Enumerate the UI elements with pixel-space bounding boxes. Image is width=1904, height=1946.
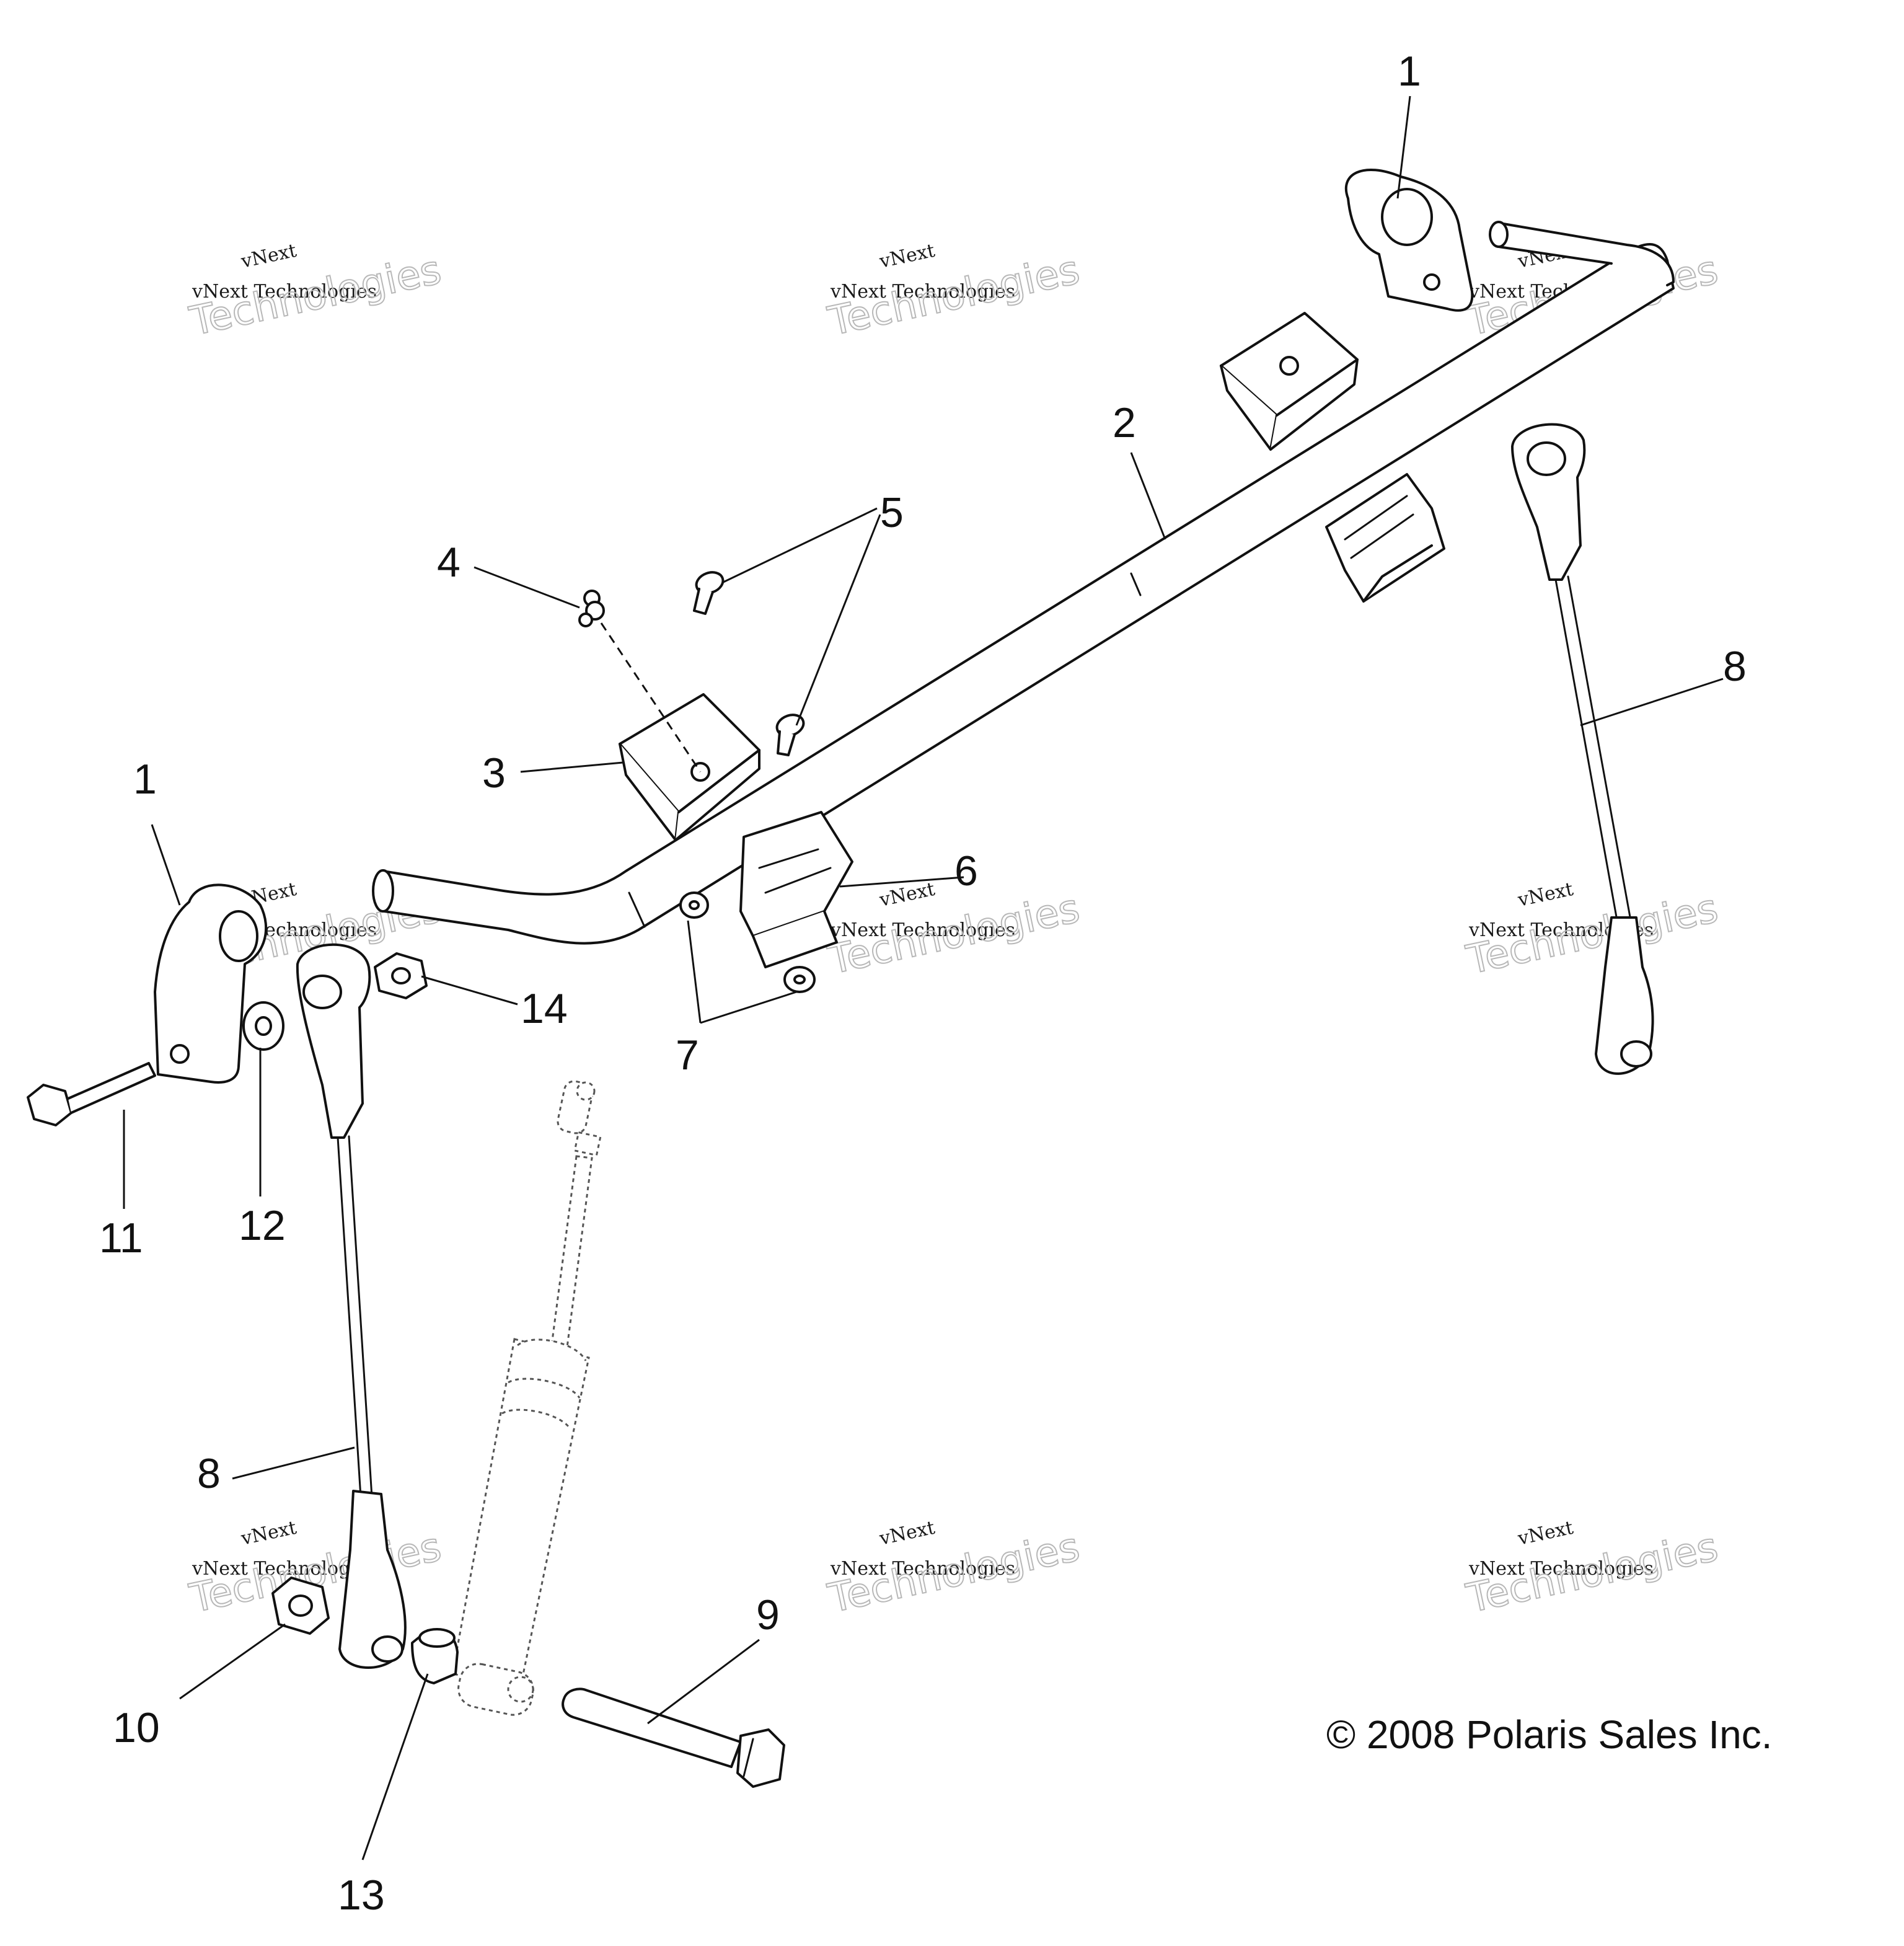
shock-absorber <box>451 1080 602 1716</box>
callout-10: 10 <box>113 1704 160 1751</box>
watermark-line3: Technologies <box>824 247 1084 345</box>
callout-5: 5 <box>880 489 904 536</box>
watermark-line3: Technologies <box>824 1524 1084 1622</box>
washer-7-right <box>783 966 816 993</box>
watermark-line1: vNext <box>1515 878 1575 911</box>
bushing-6 <box>739 811 853 968</box>
callout-13: 13 <box>338 1872 385 1919</box>
callout-4: 4 <box>437 539 461 586</box>
bushing-3-upper <box>1220 312 1359 451</box>
watermark-line3: Technologies <box>1463 1524 1722 1622</box>
callout-1-left: 1 <box>133 756 157 803</box>
bracket-1-left <box>154 883 267 1084</box>
bar-outline <box>372 243 1675 945</box>
watermark-line1: vNext <box>1515 1517 1575 1550</box>
watermark-line3: Technologies <box>186 247 446 345</box>
callout-1-top: 1 <box>1398 48 1421 95</box>
callout-12: 12 <box>239 1202 286 1249</box>
stabilizer-bar <box>372 221 1675 945</box>
screw-5-lower <box>775 714 805 756</box>
watermark-group: vNext vNext Technologies Technologies vN… <box>185 240 1723 1623</box>
watermark-bottom-center: vNext vNext Technologies Technologies <box>824 1517 1085 1623</box>
spacer-13 <box>411 1628 459 1684</box>
bar-end-left <box>372 869 394 913</box>
callout-8-right: 8 <box>1723 643 1747 690</box>
watermark-line2: vNext Technologies <box>192 281 377 303</box>
nut-14 <box>374 952 428 999</box>
watermark-line2: vNext Technologies <box>192 1558 377 1580</box>
watermark-line1: vNext <box>877 240 937 273</box>
watermark-line2: vNext Technologies <box>830 281 1015 303</box>
callout-2: 2 <box>1113 399 1136 446</box>
watermark-bottom-right: vNext vNext Technologies Technologies <box>1462 1517 1723 1623</box>
bolt-9 <box>562 1687 785 1788</box>
watermark-line2: vNext Technologies <box>1468 1558 1654 1580</box>
watermark-top-left: vNext vNext Technologies Technologies <box>185 240 446 346</box>
leader-lines <box>123 95 1724 1860</box>
watermark-top-center: vNext vNext Technologies Technologies <box>824 240 1085 346</box>
callout-labels: 1 1 2 3 4 5 6 7 8 8 9 10 11 12 13 14 <box>99 48 1747 1919</box>
bushing-3 <box>619 693 760 841</box>
bar-end-right <box>1499 222 1675 286</box>
watermark-mid-center: vNext vNext Technologies Technologies <box>824 878 1085 984</box>
callout-6: 6 <box>954 847 978 895</box>
link-rod-8-left <box>296 943 407 1669</box>
bracket-1-top <box>1344 168 1474 312</box>
copyright-text: © 2008 Polaris Sales Inc. <box>1326 1712 1773 1757</box>
watermark-line1: vNext <box>877 1517 937 1550</box>
callout-11: 11 <box>99 1214 143 1262</box>
washer-7-left <box>679 891 709 919</box>
watermark-line1: vNext <box>239 240 298 273</box>
nut-10 <box>271 1577 330 1635</box>
watermark-line3: Technologies <box>1463 886 1722 984</box>
watermark-line2: vNext Technologies <box>830 1558 1015 1580</box>
bushing-6-upper <box>1325 473 1445 603</box>
callout-7: 7 <box>676 1032 699 1079</box>
watermark-line1: vNext <box>239 1517 298 1550</box>
watermark-mid-right: vNext vNext Technologies Technologies <box>1462 878 1723 984</box>
callout-14: 14 <box>521 985 568 1032</box>
callout-3: 3 <box>482 750 506 797</box>
screw-5-upper <box>693 571 725 615</box>
callout-9: 9 <box>756 1591 780 1639</box>
watermark-line2: vNext Technologies <box>830 919 1015 941</box>
callout-8-left: 8 <box>197 1450 221 1497</box>
link-rod-8-right <box>1511 423 1654 1075</box>
bolt-11 <box>27 1062 156 1126</box>
washer-12 <box>242 1001 284 1051</box>
grease-fitting-4 <box>578 590 702 772</box>
watermark-line3: Technologies <box>824 886 1084 984</box>
